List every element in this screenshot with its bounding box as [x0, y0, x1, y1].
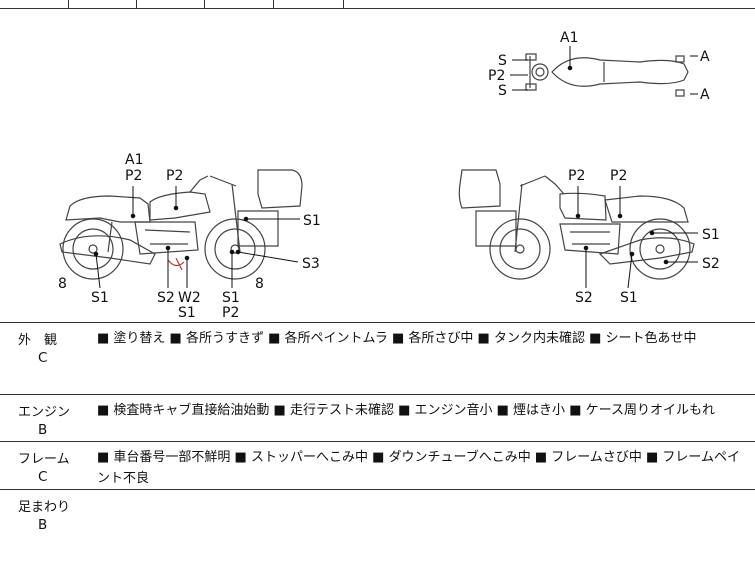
- marker-label: S1: [620, 290, 638, 306]
- divider: [343, 0, 344, 8]
- marker-label: S: [498, 53, 507, 69]
- marker-label: P2: [568, 168, 585, 184]
- table-row: フレーム C ■ 車台番号一部不鮮明 ■ ストッパーへこみ中 ■ ダウンチューブ…: [0, 442, 755, 490]
- category-name: エンジン: [18, 405, 71, 420]
- category-grade: C: [38, 350, 48, 366]
- condition-category: 外 観 C: [0, 329, 92, 366]
- marker-label: P2: [166, 168, 183, 184]
- motorcycle-diagram: A1 P2 P2 S1 S3 S1 S2 W2 S1 S1 P2 8 8 P2 …: [58, 30, 720, 321]
- table-header-strip: [0, 0, 755, 9]
- marker-label: P2: [222, 305, 239, 321]
- table-row: 外 観 C ■ 塗り替え ■ 各所うすきず ■ 各所ペイントムラ ■ 各所さび中…: [0, 323, 755, 395]
- motorcycle-right-side: [458, 169, 695, 280]
- table-row: エンジン B ■ 検査時キャブ直接給油始動 ■ 走行テスト未確認 ■ エンジン音…: [0, 395, 755, 442]
- marker-label: S2: [575, 290, 593, 306]
- marker-label: S1: [91, 290, 109, 306]
- category-grade: C: [38, 469, 48, 485]
- marker-label: S3: [302, 256, 320, 272]
- marker-label: A: [700, 49, 710, 65]
- divider: [273, 0, 274, 8]
- marker-label: A: [700, 87, 710, 103]
- motorcycle-top-view: [525, 53, 689, 97]
- damage-diagram: A1 P2 P2 S1 S3 S1 S2 W2 S1 S1 P2 8 8 P2 …: [0, 8, 755, 323]
- marker-label: S1: [702, 227, 720, 243]
- category-name: 外 観: [18, 333, 58, 348]
- category-name: フレーム: [18, 452, 70, 467]
- marker-label: S1: [222, 290, 240, 306]
- table-row: 足まわり B: [0, 490, 755, 561]
- marker-label: P2: [125, 168, 142, 184]
- divider: [68, 0, 69, 8]
- marker-label: A1: [125, 152, 143, 168]
- category-grade: B: [38, 422, 48, 438]
- condition-category: フレーム C: [0, 448, 92, 485]
- divider: [136, 0, 137, 8]
- condition-category: エンジン B: [0, 401, 92, 438]
- divider: [204, 0, 205, 8]
- marker-label: S: [498, 83, 507, 99]
- marker-label: 8: [255, 276, 264, 292]
- condition-category: 足まわり B: [0, 496, 92, 533]
- category-grade: B: [38, 517, 48, 533]
- category-name: 足まわり: [18, 500, 71, 515]
- marker-label: P2: [488, 68, 505, 84]
- marker-label: 8: [58, 276, 67, 292]
- marker-label: P2: [610, 168, 627, 184]
- condition-notes: ■ 検査時キャブ直接給油始動 ■ 走行テスト未確認 ■ エンジン音小 ■ 煙はき…: [97, 403, 715, 418]
- marker-label: S1: [178, 305, 196, 321]
- condition-notes: ■ 塗り替え ■ 各所うすきず ■ 各所ペイントムラ ■ 各所さび中 ■ タンク…: [97, 331, 697, 346]
- marker-label: A1: [560, 30, 578, 46]
- marker-label: S2: [157, 290, 175, 306]
- marker-label: S1: [303, 213, 321, 229]
- marker-label: W2: [178, 290, 201, 306]
- motorcycle-left-side: [59, 169, 303, 280]
- marker-label: S2: [702, 256, 720, 272]
- condition-notes: ■ 車台番号一部不鮮明 ■ ストッパーへこみ中 ■ ダウンチューブへこみ中 ■ …: [97, 450, 741, 486]
